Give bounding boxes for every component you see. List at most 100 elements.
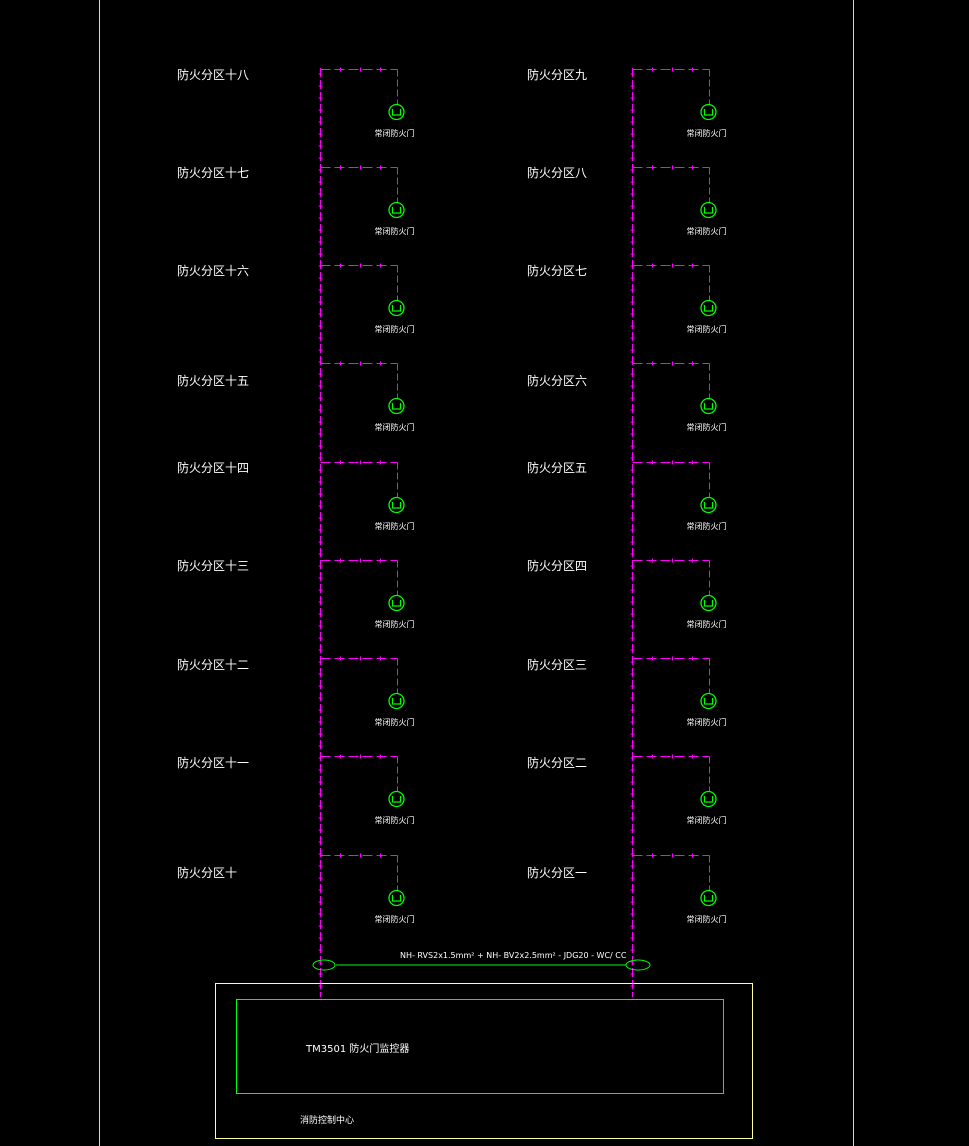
fire-door-symbol — [700, 692, 717, 710]
fire-door-icon — [388, 397, 405, 415]
fire-door-label: 常闭防火门 — [374, 620, 415, 629]
zone-label: 防火分区十八 — [177, 68, 250, 82]
fire-door-label: 常闭防火门 — [374, 423, 415, 432]
fire-door-label: 常闭防火门 — [686, 227, 727, 236]
cable-junction-right — [625, 959, 651, 971]
fire-door-glyph — [703, 207, 714, 214]
fire-door-icon — [388, 103, 405, 121]
fire-door-icon — [388, 299, 405, 317]
fire-door-icon — [700, 889, 717, 907]
fire-door-symbol — [388, 790, 405, 808]
zone-ladders — [318, 67, 717, 997]
fire-door-glyph — [703, 698, 714, 705]
fire-door-glyph — [391, 305, 402, 312]
cable-junction-left — [312, 959, 336, 971]
fire-door-glyph — [391, 698, 402, 705]
zone-label: 防火分区六 — [527, 374, 588, 388]
fire-door-icon — [388, 692, 405, 710]
fire-door-icon — [388, 201, 405, 219]
fire-door-symbol — [700, 201, 717, 219]
fire-door-label: 常闭防火门 — [374, 129, 415, 138]
fire-door-symbol — [388, 201, 405, 219]
fire-door-symbol — [388, 594, 405, 612]
fire-door-glyph — [391, 502, 402, 509]
zone-label: 防火分区十四 — [177, 461, 250, 475]
fire-door-icon — [700, 299, 717, 317]
fire-door-glyph — [703, 895, 714, 902]
fire-door-label: 常闭防火门 — [374, 816, 415, 825]
fire-door-symbol — [388, 299, 405, 317]
fire-door-glyph — [391, 403, 402, 410]
fire-door-glyph — [703, 305, 714, 312]
zone-label: 防火分区十六 — [177, 264, 250, 278]
fire-door-symbol — [700, 889, 717, 907]
zone-label: 防火分区五 — [527, 461, 588, 475]
fire-door-glyph — [391, 207, 402, 214]
controller-label: TM3501 防火门监控器 — [306, 1044, 410, 1055]
fire-door-icon — [700, 594, 717, 612]
fire-door-icon — [700, 496, 717, 514]
fire-door-symbol — [388, 889, 405, 907]
fire-door-label: 常闭防火门 — [374, 718, 415, 727]
controller-box — [236, 999, 724, 1094]
fire-door-symbol — [700, 397, 717, 415]
fire-door-icon — [388, 790, 405, 808]
fire-door-icon — [388, 496, 405, 514]
zone-label: 防火分区八 — [527, 166, 588, 180]
fire-door-glyph — [703, 600, 714, 607]
fire-door-label: 常闭防火门 — [686, 325, 727, 334]
fire-door-icon — [700, 397, 717, 415]
zone-label: 防火分区九 — [527, 68, 588, 82]
fire-door-glyph — [391, 796, 402, 803]
fire-door-label: 常闭防火门 — [374, 915, 415, 924]
fire-door-symbol — [700, 594, 717, 612]
fire-door-label: 常闭防火门 — [686, 718, 727, 727]
fire-door-icon — [700, 103, 717, 121]
fire-door-symbol — [388, 103, 405, 121]
fire-door-label: 常闭防火门 — [686, 915, 727, 924]
zone-label: 防火分区七 — [527, 264, 588, 278]
control-center-frame — [215, 983, 753, 1139]
zone-label: 防火分区二 — [527, 756, 588, 770]
fire-door-glyph — [703, 796, 714, 803]
fire-door-icon — [388, 889, 405, 907]
zone-label: 防火分区十七 — [177, 166, 250, 180]
fire-door-icon — [700, 790, 717, 808]
zone-label: 防火分区十 — [177, 866, 238, 880]
fire-door-label: 常闭防火门 — [686, 129, 727, 138]
fire-door-glyph — [703, 403, 714, 410]
fire-door-glyph — [391, 895, 402, 902]
zone-label: 防火分区十二 — [177, 658, 250, 672]
zone-label: 防火分区四 — [527, 559, 588, 573]
fire-door-label: 常闭防火门 — [374, 325, 415, 334]
fire-door-symbol — [700, 299, 717, 317]
fire-door-symbol — [388, 496, 405, 514]
zone-label: 防火分区十五 — [177, 374, 250, 388]
fire-door-icon — [388, 594, 405, 612]
cable-spec-label: NH- RVS2x1.5mm² + NH- BV2x2.5mm² - JDG20… — [400, 951, 627, 960]
zone-label: 防火分区十一 — [177, 756, 250, 770]
fire-door-label: 常闭防火门 — [686, 816, 727, 825]
fire-door-glyph — [703, 109, 714, 116]
fire-door-symbol — [700, 103, 717, 121]
fire-door-symbol — [700, 790, 717, 808]
fire-door-symbol — [388, 397, 405, 415]
zone-label: 防火分区三 — [527, 658, 588, 672]
fire-door-symbol — [700, 496, 717, 514]
fire-door-label: 常闭防火门 — [686, 620, 727, 629]
fire-door-glyph — [703, 502, 714, 509]
control-center-label: 消防控制中心 — [300, 1116, 355, 1126]
fire-door-label: 常闭防火门 — [374, 227, 415, 236]
zone-label: 防火分区一 — [527, 866, 588, 880]
fire-door-glyph — [391, 109, 402, 116]
fire-door-label: 常闭防火门 — [686, 522, 727, 531]
fire-door-icon — [700, 201, 717, 219]
fire-door-label: 常闭防火门 — [374, 522, 415, 531]
fire-door-icon — [700, 692, 717, 710]
fire-door-label: 常闭防火门 — [686, 423, 727, 432]
zone-label: 防火分区十三 — [177, 559, 250, 573]
fire-door-symbol — [388, 692, 405, 710]
fire-door-glyph — [391, 600, 402, 607]
